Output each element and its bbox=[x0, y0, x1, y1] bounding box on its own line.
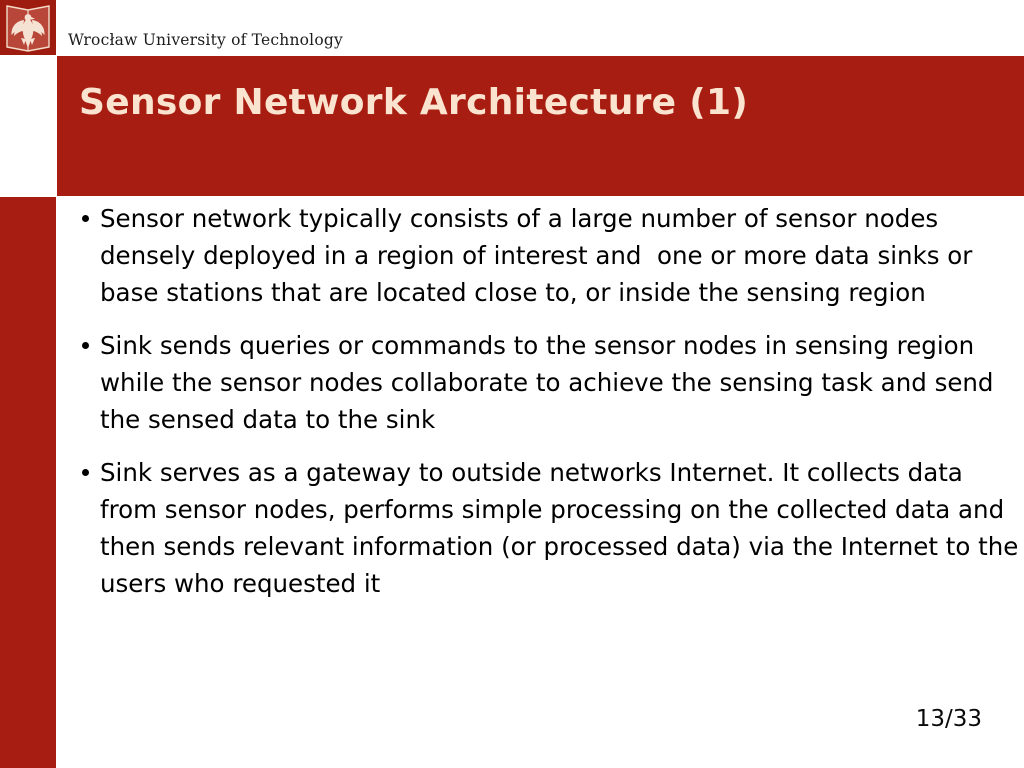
bullet-dot-icon bbox=[82, 342, 89, 349]
list-item: Sink serves as a gateway to outside netw… bbox=[60, 454, 1024, 602]
slide-body: Sensor network typically consists of a l… bbox=[60, 200, 1024, 768]
bullet-text: Sink sends queries or commands to the se… bbox=[100, 331, 1002, 434]
bullet-text: Sensor network typically consists of a l… bbox=[100, 204, 981, 307]
bullet-dot-icon bbox=[82, 469, 89, 476]
list-item: Sensor network typically consists of a l… bbox=[60, 200, 1024, 311]
slide-title-bar: Sensor Network Architecture (1) bbox=[57, 56, 1024, 196]
university-name-label: Wrocław University of Technology bbox=[68, 31, 343, 49]
bullet-list: Sensor network typically consists of a l… bbox=[60, 200, 1024, 602]
wroclaw-eagle-crest-icon bbox=[0, 0, 56, 55]
university-logo bbox=[0, 0, 56, 55]
left-rail-gap bbox=[0, 55, 56, 197]
slide-header: Wrocław University of Technology bbox=[0, 0, 1024, 55]
bullet-dot-icon bbox=[82, 215, 89, 222]
page-title: Sensor Network Architecture (1) bbox=[79, 82, 749, 123]
page-number: 13/33 bbox=[915, 706, 982, 732]
list-item: Sink sends queries or commands to the se… bbox=[60, 327, 1024, 438]
left-accent-rail bbox=[0, 197, 56, 768]
bullet-text: Sink serves as a gateway to outside netw… bbox=[100, 458, 1019, 598]
